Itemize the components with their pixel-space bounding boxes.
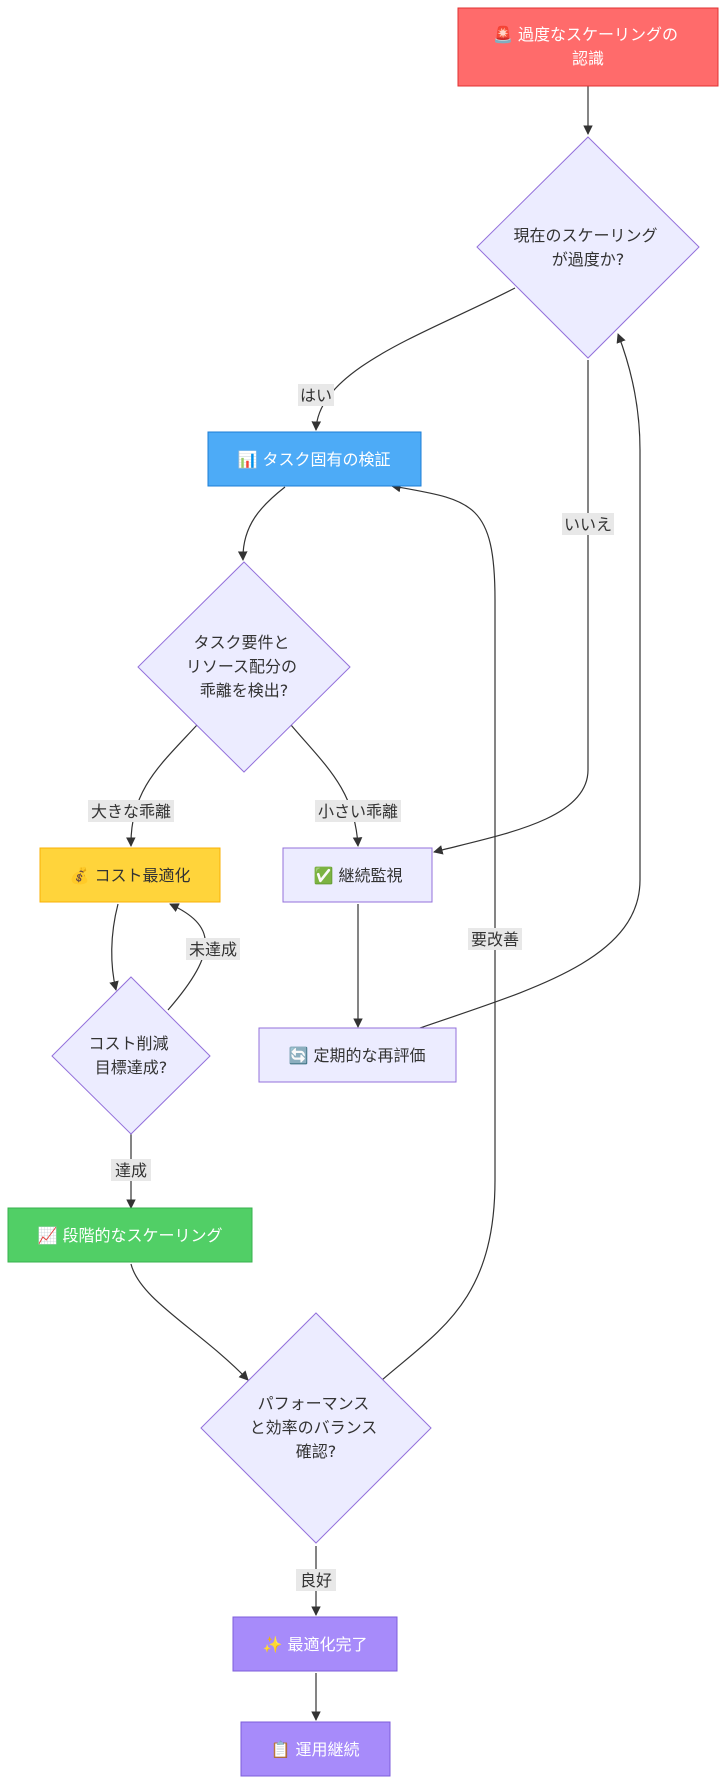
node-recognize-excessive-scaling: 🚨 過度なスケーリングの 認識 [457, 7, 719, 87]
node-target-line-2: 目標達成? [95, 1058, 168, 1077]
node-balance-line-2: と効率のバランス [250, 1418, 378, 1437]
node-decision-balance: パフォーマンス と効率のバランス 確認? [200, 1312, 432, 1544]
edge-label-not-reached: 未達成 [186, 938, 240, 960]
svg-text:コスト削減 目標達成?: コスト削減 目標達成? [88, 1034, 173, 1077]
node-operate-label: 運用継続 [296, 1740, 360, 1759]
svg-text:現在のスケーリング が過度か?: 現在のスケーリング が過度か? [513, 226, 662, 269]
edge-label-reached-text: 達成 [115, 1161, 147, 1180]
edge-label-good-text: 良好 [300, 1571, 332, 1590]
node-decision-is-excessive: 現在のスケーリング が過度か? [476, 136, 700, 359]
refresh-icon: 🔄 [288, 1046, 308, 1065]
edge-label-good: 良好 [296, 1569, 336, 1591]
svg-text:✅ 継続監視: ✅ 継続監視 [313, 866, 402, 885]
edge-label-small-gap-text: 小さい乖離 [318, 802, 398, 821]
node-balance-line-3: 確認? [296, 1442, 337, 1461]
svg-text:📊 タスク固有の検証: 📊 タスク固有の検証 [237, 450, 390, 469]
node-optimization-complete: ✨ 最適化完了 [232, 1616, 398, 1672]
svg-text:タスク要件と リソース配分の: タスク要件と リソース配分の 乖離を検出? [186, 633, 302, 700]
edge-label-no-text: いいえ [564, 515, 612, 534]
clipboard-icon: 📋 [270, 1740, 290, 1759]
edge-label-large-gap: 大きな乖離 [88, 800, 174, 822]
node-target-line-1: コスト削減 [88, 1034, 168, 1053]
svg-text:パフォーマンス と効率のバランス: パフォーマンス と効率のバランス 確認? [250, 1394, 383, 1461]
node-detect-gap-line-3: 乖離を検出? [200, 681, 289, 700]
node-reeval-label: 定期的な再評価 [314, 1046, 426, 1065]
edge-label-yes: はい [298, 384, 334, 406]
edge-balance-needs-improvement [381, 482, 496, 1381]
node-continue-operation: 📋 運用継続 [240, 1721, 391, 1777]
edge-validation-to-detect [237, 486, 286, 561]
edge-label-large-gap-text: 大きな乖離 [91, 802, 171, 821]
node-is-excessive-line-2: が過度か? [552, 250, 625, 269]
edge-label-needs-improvement-text: 要改善 [471, 930, 519, 949]
edge-label-needs-improvement: 要改善 [468, 928, 522, 950]
node-cost-optimization: 💰 コスト最適化 [39, 847, 221, 903]
node-done-label: 最適化完了 [288, 1635, 368, 1654]
svg-text:🚨 過度なスケーリングの 認識: 🚨 過度なスケーリングの 認識 [493, 25, 683, 68]
edge-reeval-to-decision [419, 333, 641, 1029]
money-bag-icon: 💰 [69, 866, 89, 885]
node-decision-detect-gap: タスク要件と リソース配分の 乖離を検出? [137, 561, 351, 773]
node-cost-optimization-label: コスト最適化 [95, 866, 191, 885]
node-gradual-label: 段階的なスケーリング [63, 1226, 223, 1245]
node-detect-gap-line-1: タスク要件と [193, 633, 289, 652]
edge-label-no: いいえ [562, 513, 614, 535]
node-decision-target-reached: コスト削減 目標達成? [51, 976, 211, 1135]
node-recognize-line-2: 認識 [572, 49, 604, 68]
sparkles-icon: ✨ [262, 1635, 282, 1654]
svg-text:🔄 定期的な再評価: 🔄 定期的な再評価 [288, 1046, 425, 1065]
trending-up-icon: 📈 [37, 1226, 57, 1245]
node-periodic-reevaluation: 🔄 定期的な再評価 [258, 1027, 457, 1083]
chart-icon: 📊 [237, 450, 257, 469]
svg-text:📋 運用継続: 📋 運用継続 [270, 1740, 359, 1759]
siren-icon: 🚨 [493, 25, 513, 44]
edge-labels: はい いいえ 大きな乖離 小さい乖離 未達成 要改善 達成 良好 [88, 384, 614, 1591]
edge-label-yes-text: はい [300, 386, 332, 405]
node-balance-line-1: パフォーマンス [258, 1394, 370, 1413]
node-continuous-monitoring: ✅ 継続監視 [282, 847, 433, 903]
edge-label-not-reached-text: 未達成 [189, 940, 237, 959]
edge-cost-to-target [109, 903, 119, 991]
node-is-excessive-line-1: 現在のスケーリング [513, 226, 657, 245]
node-gradual-scaling: 📈 段階的なスケーリング [7, 1207, 253, 1263]
edge-decision-no [433, 360, 589, 855]
edge-label-reached: 達成 [111, 1159, 151, 1181]
node-monitor-label: 継続監視 [339, 866, 403, 885]
node-recognize-line-1: 🚨 過度なスケーリングの [493, 25, 678, 44]
node-task-validation-label: タスク固有の検証 [263, 450, 391, 469]
nodes: 🚨 過度なスケーリングの 認識 現在のスケーリング が過度か? 📊 タスク固有の… [7, 7, 719, 1777]
svg-text:💰 コスト最適化: 💰 コスト最適化 [69, 866, 190, 885]
edge-detect-large-gap [126, 724, 198, 847]
svg-text:✨ 最適化完了: ✨ 最適化完了 [262, 1635, 367, 1654]
node-detect-gap-line-2: リソース配分の [186, 657, 297, 676]
edge-label-small-gap: 小さい乖離 [315, 800, 401, 822]
edge-gradual-to-balance [130, 1263, 249, 1381]
edge-detect-small-gap [290, 724, 363, 847]
edge-decision-yes [311, 287, 516, 431]
svg-text:📈 段階的なスケーリング: 📈 段階的なスケーリング [37, 1226, 222, 1245]
check-mark-icon: ✅ [313, 866, 333, 885]
node-task-validation: 📊 タスク固有の検証 [207, 431, 422, 487]
